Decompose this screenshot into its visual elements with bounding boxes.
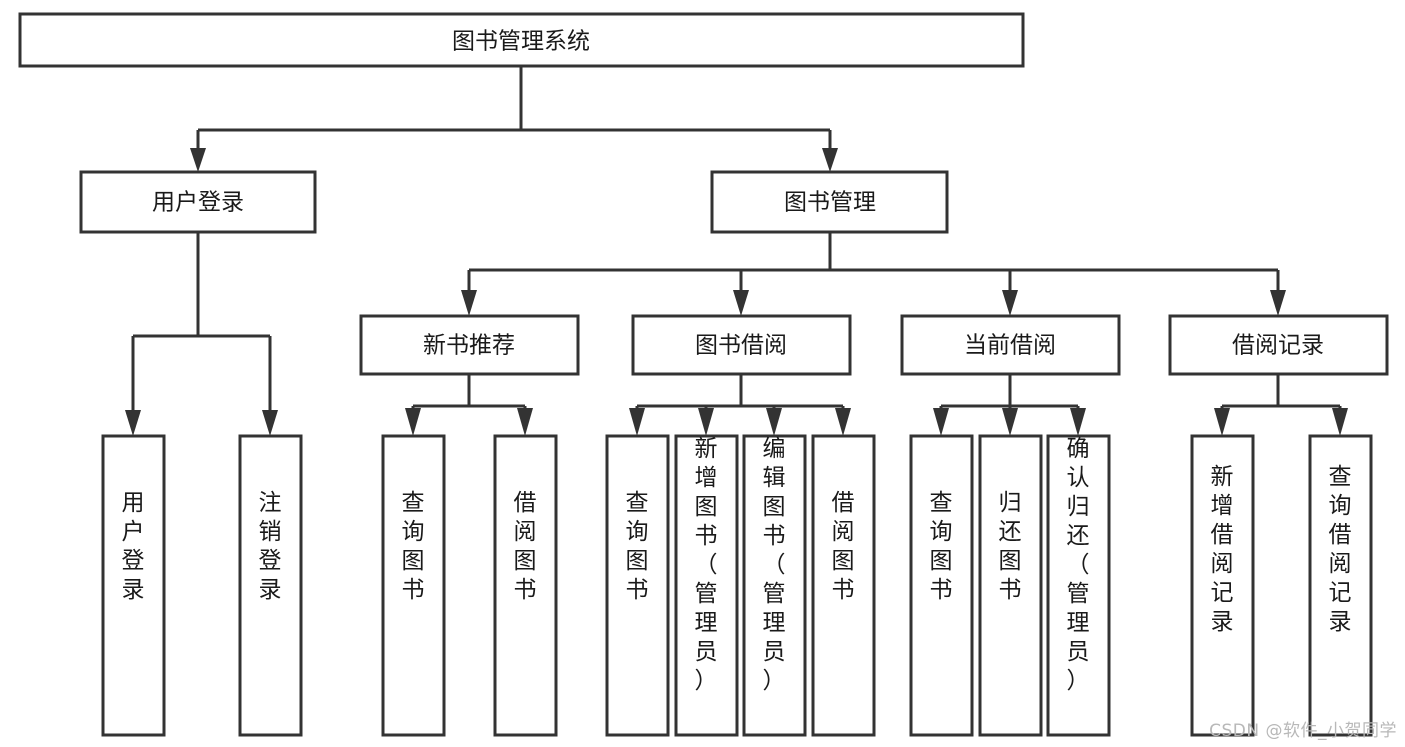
node-root-system[interactable]: 图书管理系统 xyxy=(18,12,1025,68)
node-borrow-record-label: 借阅记录 xyxy=(1232,333,1324,359)
arrow-head-user-login xyxy=(190,148,206,172)
leaf-record-query-label: 查询借阅记录 xyxy=(1329,464,1352,635)
node-root-box xyxy=(18,12,1025,68)
leaf-node[interactable]: 查询借阅记录 xyxy=(1308,434,1373,737)
arrow-head-leaf-logout xyxy=(262,410,278,436)
leaf-borrow-do-box xyxy=(811,434,876,737)
leaf-newbook-query-label: 查询图书 xyxy=(402,490,425,603)
node-current-borrow-label: 当前借阅 xyxy=(964,333,1056,359)
leaf-node[interactable]: 归还图书 xyxy=(978,434,1043,737)
leaf-node[interactable]: 新增借阅记录 xyxy=(1190,434,1255,737)
arrow-head-bookborrow-leaf-4 xyxy=(835,408,851,436)
leaf-node[interactable]: 查询图书 xyxy=(605,434,670,737)
leaf-logout-label: 注销登录 xyxy=(259,490,282,603)
leaf-current-confirm-label: 确认归还（管理员） xyxy=(1067,436,1090,694)
arrow-head-bookborrow-leaf-3 xyxy=(766,408,782,436)
node-borrow-record[interactable]: 借阅记录 xyxy=(1168,314,1389,376)
arrow-head-new-book xyxy=(461,290,477,316)
leaf-newbook-borrow-box xyxy=(493,434,558,737)
leaf-current-query-box xyxy=(909,434,974,737)
node-current-borrow-box xyxy=(900,314,1121,376)
leaf-current-return-label: 归还图书 xyxy=(999,490,1022,603)
leaf-node[interactable]: 用户登录 xyxy=(101,434,166,737)
leaf-logout-box xyxy=(238,434,303,737)
leaf-node[interactable]: 确认归还（管理员） xyxy=(1046,434,1111,737)
arrow-head-currentborrow-leaf-1 xyxy=(933,408,949,436)
arrow-head-leaf-user-login xyxy=(125,410,141,436)
node-borrow-record-box xyxy=(1168,314,1389,376)
node-book-management-label: 图书管理 xyxy=(784,190,876,216)
node-user-login-box xyxy=(79,170,317,234)
leaf-newbook-query-box xyxy=(381,434,446,737)
arrow-head-newbook-leaf-1 xyxy=(405,408,421,436)
node-book-management[interactable]: 图书管理 xyxy=(710,170,949,234)
leaf-record-add-label: 新增借阅记录 xyxy=(1211,464,1234,635)
node-user-login[interactable]: 用户登录 xyxy=(79,170,317,234)
leaf-borrow-add-label: 新增图书（管理员） xyxy=(695,436,718,694)
node-user-login-label: 用户登录 xyxy=(152,190,244,216)
arrow-head-newbook-leaf-2 xyxy=(517,408,533,436)
leaf-record-add-box xyxy=(1190,434,1255,737)
node-new-book-recommend-box xyxy=(359,314,580,376)
leaf-node[interactable]: 查询图书 xyxy=(381,434,446,737)
leaf-user-login-label: 用户登录 xyxy=(122,490,145,603)
leaf-current-return-box xyxy=(978,434,1043,737)
leaf-borrow-add-box xyxy=(674,434,739,737)
leaf-newbook-borrow-label: 借阅图书 xyxy=(514,490,537,603)
leaf-node[interactable]: 借阅图书 xyxy=(493,434,558,737)
leaf-current-confirm-box xyxy=(1046,434,1111,737)
connector-group xyxy=(125,66,1348,436)
leaf-node[interactable]: 注销登录 xyxy=(238,434,303,737)
leaf-node[interactable]: 查询图书 xyxy=(909,434,974,737)
node-root-label: 图书管理系统 xyxy=(452,29,590,55)
arrow-head-book-manage xyxy=(822,148,838,172)
arrow-head-current-borrow xyxy=(1002,290,1018,316)
leaf-current-query-label: 查询图书 xyxy=(930,490,953,603)
leaf-borrow-edit-box xyxy=(742,434,807,737)
leaf-borrow-query-box xyxy=(605,434,670,737)
arrow-head-borrow-record xyxy=(1270,290,1286,316)
leaf-user-login-box xyxy=(101,434,166,737)
arrow-head-borrowrecord-leaf-2 xyxy=(1332,408,1348,436)
leaf-node[interactable]: 借阅图书 xyxy=(811,434,876,737)
node-book-borrow-label: 图书借阅 xyxy=(695,333,787,359)
leaf-node[interactable]: 新增图书（管理员） xyxy=(674,434,739,737)
leaf-borrow-edit-label: 编辑图书（管理员） xyxy=(763,436,786,694)
arrow-head-currentborrow-leaf-3 xyxy=(1070,408,1086,436)
node-new-book-recommend[interactable]: 新书推荐 xyxy=(359,314,580,376)
arrow-head-borrowrecord-leaf-1 xyxy=(1214,408,1230,436)
leaf-borrow-query-label: 查询图书 xyxy=(626,490,649,603)
leaf-node[interactable]: 编辑图书（管理员） xyxy=(742,434,807,737)
node-current-borrow[interactable]: 当前借阅 xyxy=(900,314,1121,376)
node-book-borrow[interactable]: 图书借阅 xyxy=(631,314,852,376)
arrow-head-currentborrow-leaf-2 xyxy=(1002,408,1018,436)
leaf-record-query-box xyxy=(1308,434,1373,737)
arrow-head-bookborrow-leaf-2 xyxy=(698,408,714,436)
node-new-book-recommend-label: 新书推荐 xyxy=(423,333,515,359)
leaf-borrow-do-label: 借阅图书 xyxy=(832,490,855,603)
node-book-management-box xyxy=(710,170,949,234)
node-book-borrow-box xyxy=(631,314,852,376)
arrow-head-book-borrow xyxy=(733,290,749,316)
arrow-head-bookborrow-leaf-1 xyxy=(629,408,645,436)
